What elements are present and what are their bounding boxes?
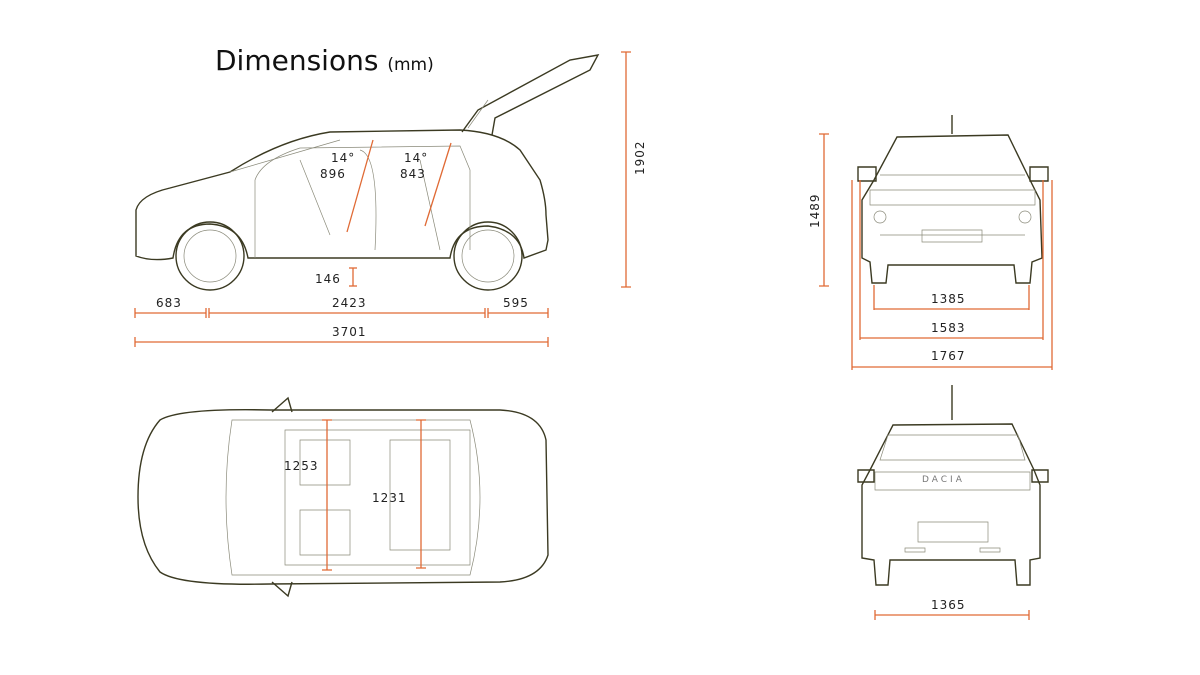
- rear-view-dimension-lines: [874, 610, 1030, 620]
- front-view-dimension-lines: [819, 133, 1053, 370]
- front-track-label: 1385: [931, 292, 966, 306]
- front-overhang-label: 683: [156, 296, 182, 310]
- height-tailgate-open-label: 1902: [633, 140, 647, 175]
- ground-clearance-label: 146: [315, 272, 341, 286]
- title-unit: (mm): [387, 55, 434, 75]
- front-view-car: [857, 115, 1049, 284]
- length-label: 3701: [332, 325, 367, 339]
- rear-view-car: [857, 385, 1049, 586]
- side-view-dimension-lines: [134, 51, 631, 347]
- body-width-label: 1583: [931, 321, 966, 335]
- title-text: Dimensions: [215, 44, 379, 77]
- top-view-car: [137, 396, 549, 598]
- rear-seat-angle-label: 14°: [404, 151, 429, 165]
- rear-badge: DACIA: [922, 475, 965, 485]
- rear-overhang-label: 595: [503, 296, 529, 310]
- width-mirrors-label: 1767: [931, 349, 966, 363]
- wheelbase-label: 2423: [332, 296, 367, 310]
- rear-track-label: 1365: [931, 598, 966, 612]
- front-elbow-width-label: 1253: [284, 459, 319, 473]
- rear-headroom-label: 843: [400, 167, 426, 181]
- front-seat-angle-label: 14°: [331, 151, 356, 165]
- side-view-car: [135, 54, 600, 291]
- height-label: 1489: [808, 193, 822, 228]
- page-title: Dimensions (mm): [215, 44, 434, 77]
- rear-elbow-width-label: 1231: [372, 491, 407, 505]
- front-headroom-label: 896: [320, 167, 346, 181]
- top-view-dimension-lines: [322, 419, 426, 571]
